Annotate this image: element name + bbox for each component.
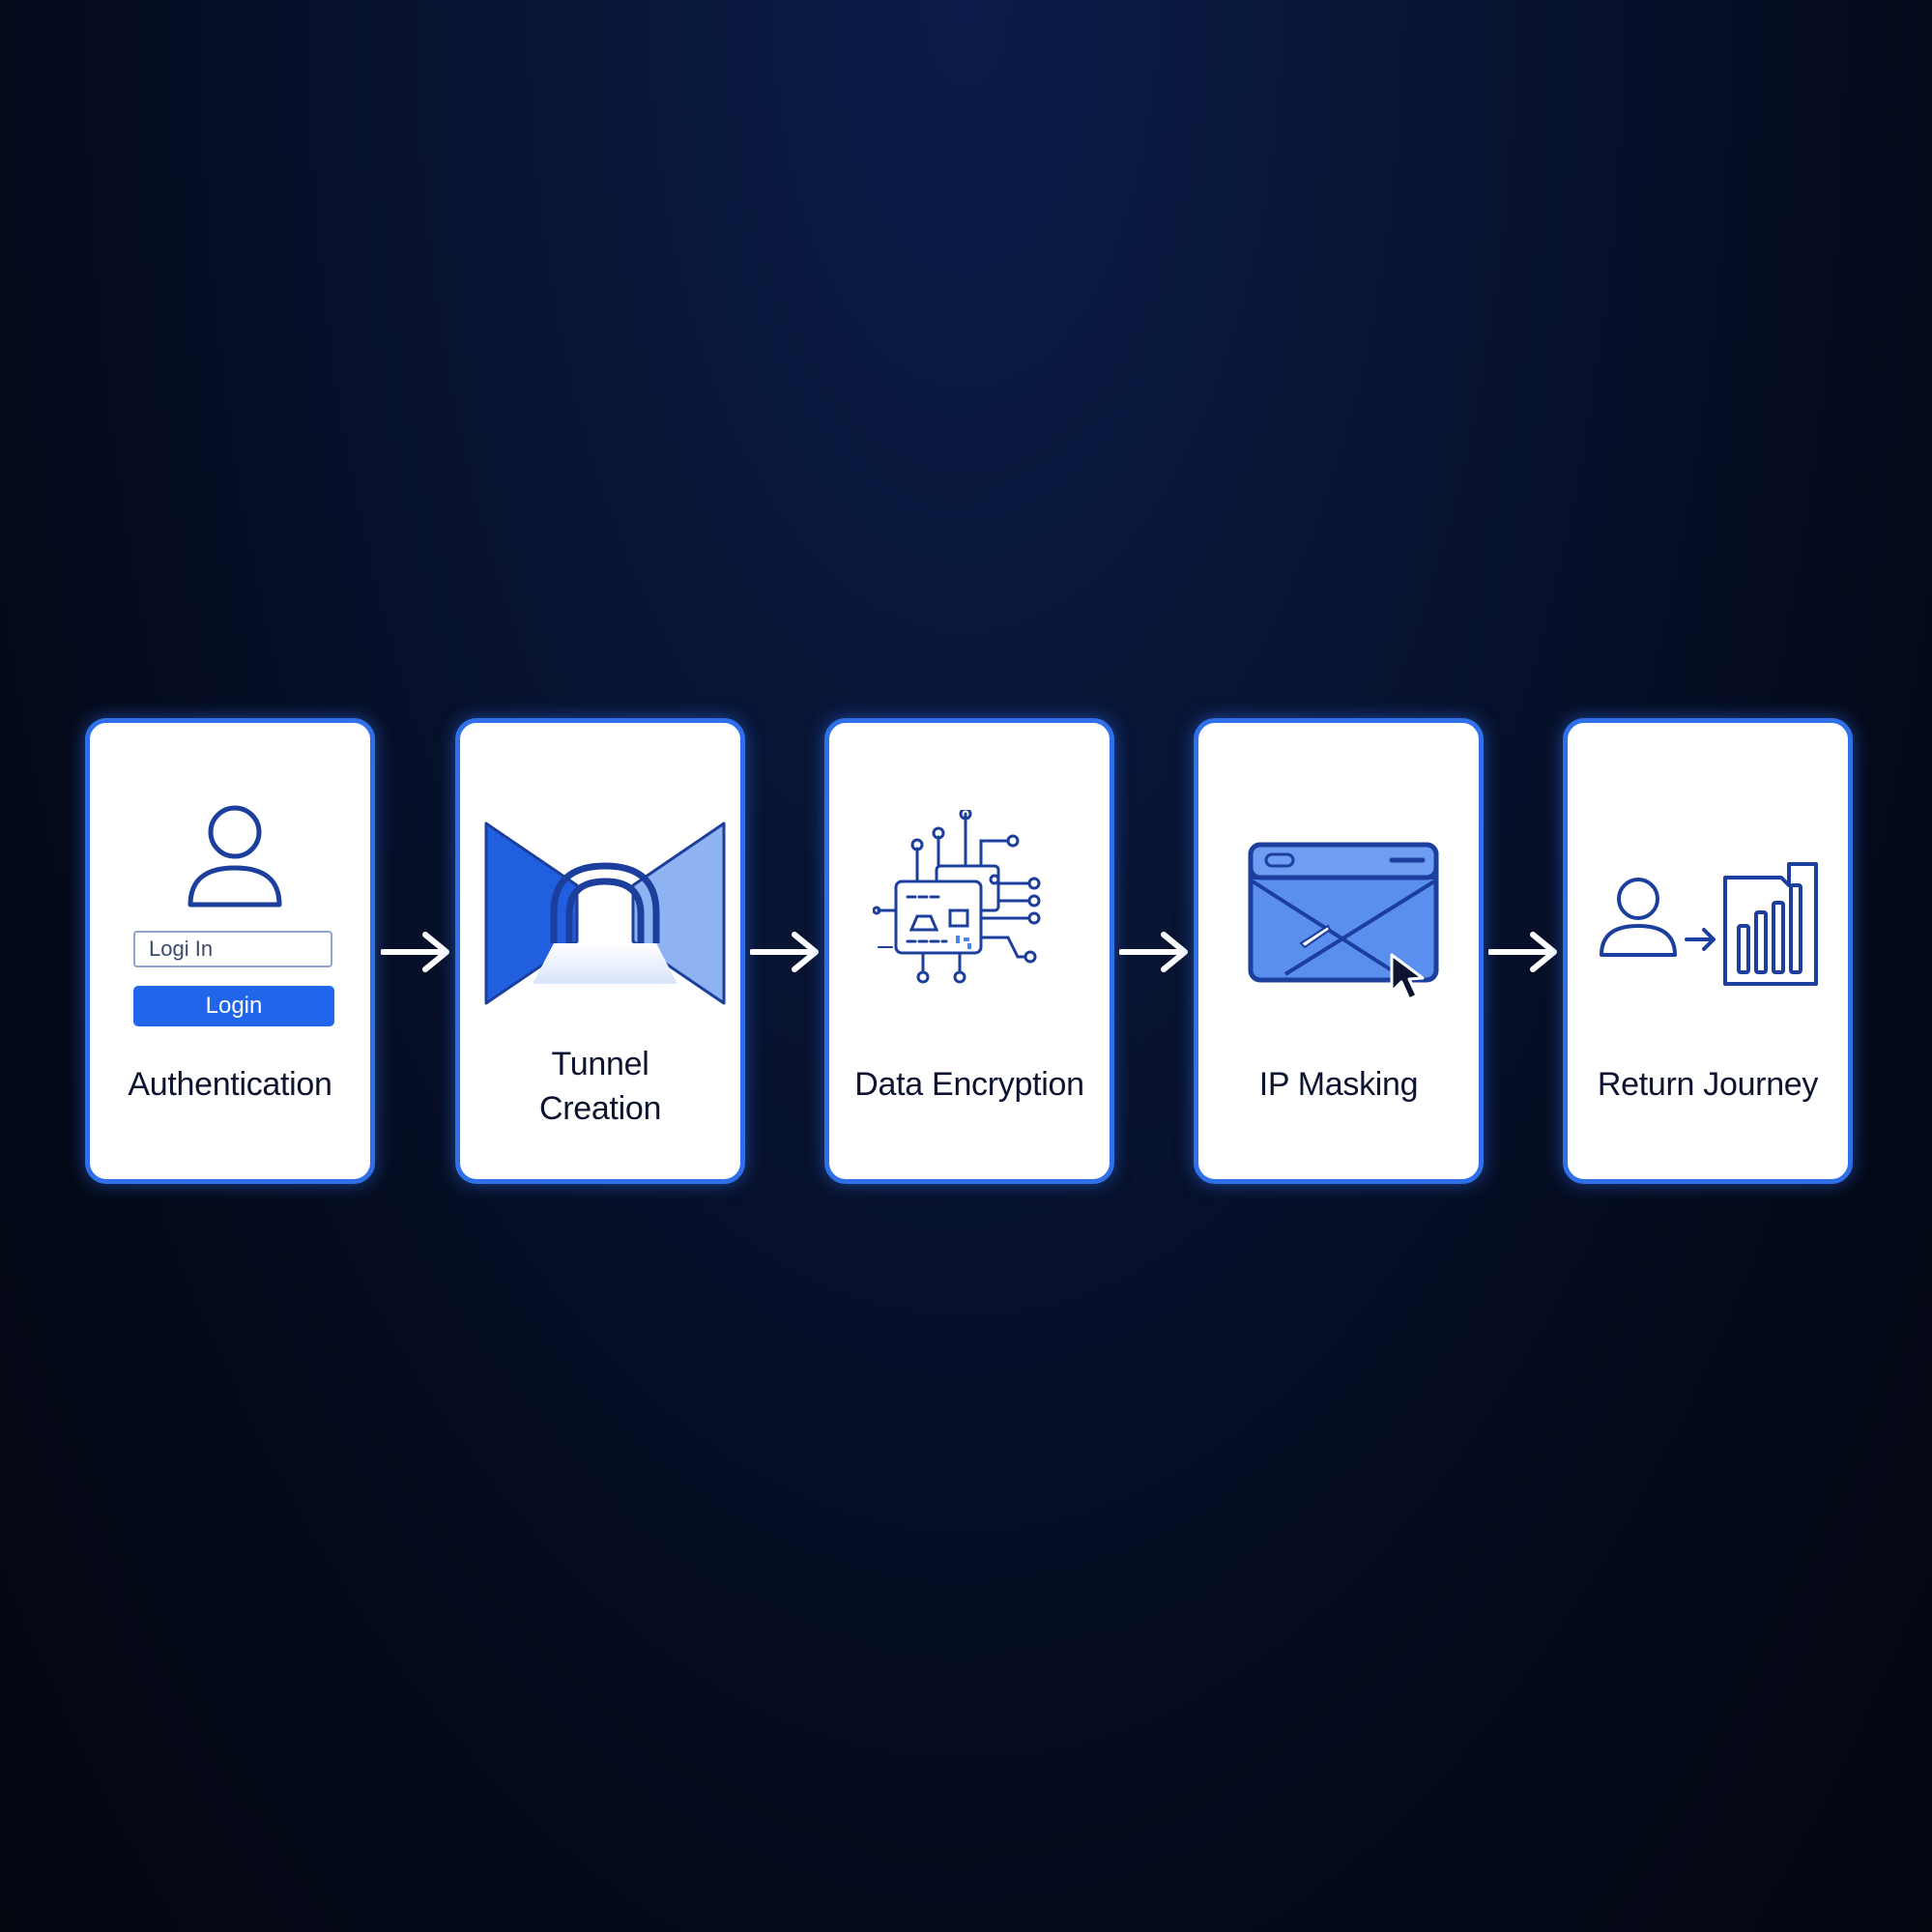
arrow-right-icon xyxy=(381,932,449,972)
step-card-return-journey: Return Journey xyxy=(1563,718,1853,1184)
masked-browser-icon xyxy=(1248,842,1439,1001)
step-label: IP Masking xyxy=(1258,1066,1419,1103)
step-card-tunnel-creation: Tunnel Creation xyxy=(455,718,745,1184)
step-label: Return Journey xyxy=(1597,1066,1819,1103)
user-icon xyxy=(187,805,282,908)
step-label-line: Tunnel xyxy=(551,1046,649,1082)
circuit-chip-icon xyxy=(873,810,1041,984)
login-field: Logi In xyxy=(133,931,332,967)
step-label: Authentication xyxy=(128,1066,332,1103)
step-card-ip-masking: IP Masking xyxy=(1194,718,1484,1184)
arrow-right-icon xyxy=(1488,932,1557,972)
user-to-chart-icon xyxy=(1600,862,1818,986)
step-label-line: Creation xyxy=(538,1090,662,1127)
step-label: Data Encryption xyxy=(854,1066,1084,1103)
tunnel-icon xyxy=(484,822,726,1005)
step-card-data-encryption: Data Encryption xyxy=(824,718,1114,1184)
step-label: Tunnel Creation xyxy=(460,1042,740,1131)
arrow-right-icon xyxy=(750,932,819,972)
login-button: Login xyxy=(133,986,334,1026)
arrow-right-icon xyxy=(1119,932,1188,972)
step-card-authentication: Logi In Login Authentication xyxy=(85,718,375,1184)
